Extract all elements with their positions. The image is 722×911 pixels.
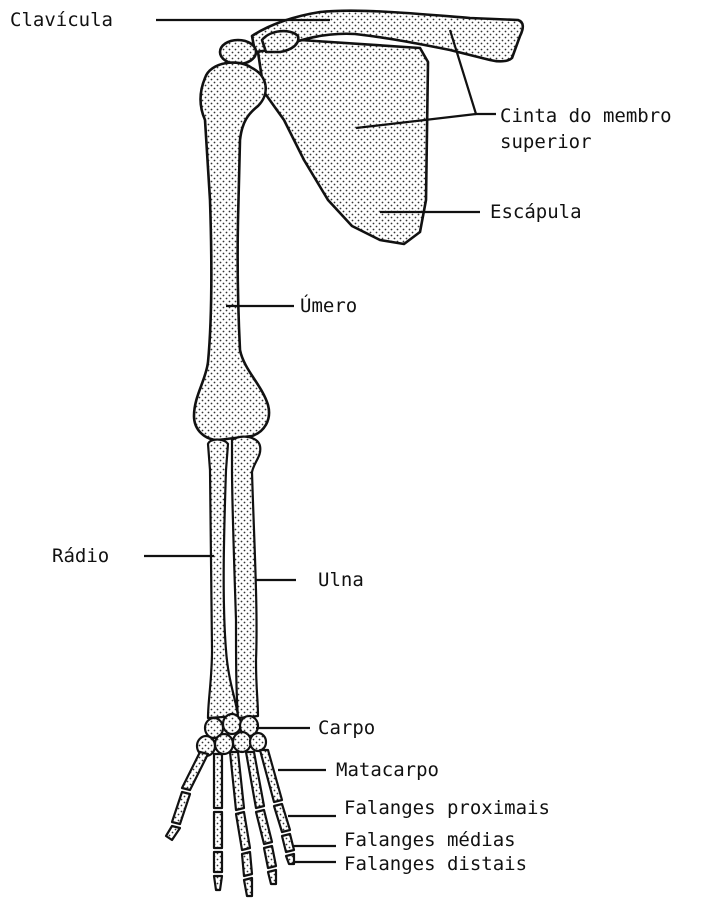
acromion xyxy=(220,40,256,64)
middle-phalanges xyxy=(214,834,294,876)
carpal-bones xyxy=(197,714,266,756)
label-escapula: Escápula xyxy=(490,201,582,223)
proximal-phalanges xyxy=(172,792,290,850)
humerus-bone xyxy=(194,63,269,440)
ulna-bone xyxy=(232,437,260,718)
label-ulna: Ulna xyxy=(318,569,364,591)
label-cinta-line1: Cinta do membro xyxy=(500,105,672,127)
label-carpo: Carpo xyxy=(318,717,375,739)
label-radio: Rádio xyxy=(52,545,109,567)
label-falanges-medias: Falanges médias xyxy=(344,829,516,851)
label-metacarpo: Matacarpo xyxy=(336,759,439,781)
label-falanges-proximais: Falanges proximais xyxy=(344,797,550,819)
label-falanges-distais: Falanges distais xyxy=(344,853,527,875)
metacarpal-bones xyxy=(182,750,282,810)
scapula-bone xyxy=(258,40,428,244)
coracoid-process xyxy=(262,31,298,52)
label-clavicula: Clavícula xyxy=(10,9,113,31)
label-umero: Úmero xyxy=(300,293,357,317)
label-cinta-line2: superior xyxy=(500,131,592,153)
